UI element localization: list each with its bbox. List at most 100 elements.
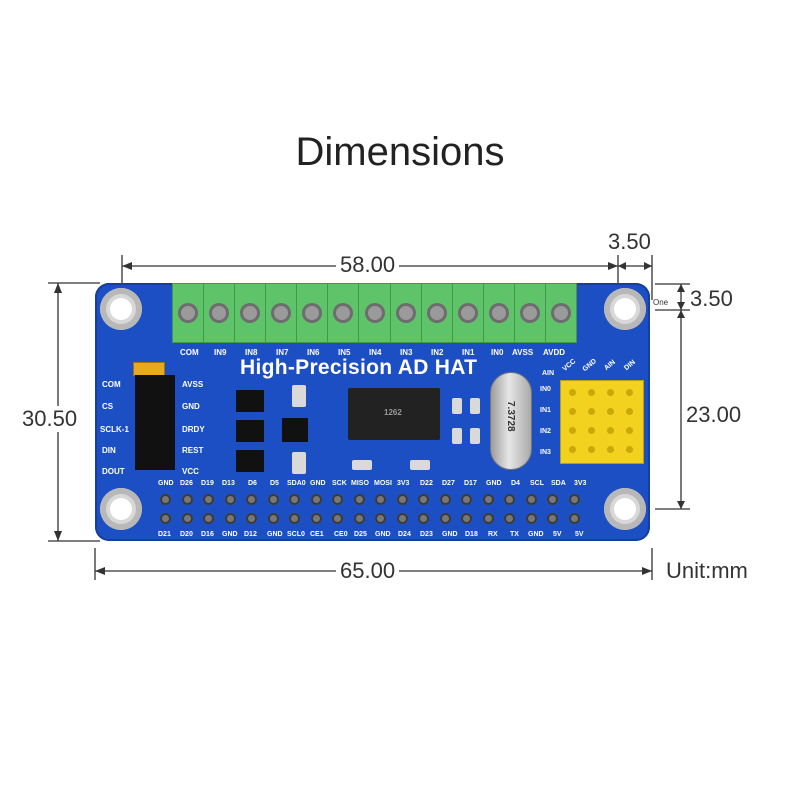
arrow-65-left <box>95 567 105 575</box>
terminal-block <box>172 283 577 343</box>
gpio-label-top: D5 <box>270 480 279 487</box>
gpio-label-bottom: D25 <box>354 531 367 538</box>
gpio-label-top: GND <box>158 480 174 487</box>
jumper-cap <box>133 362 165 376</box>
gpio-pin <box>203 494 214 505</box>
gpio-pin <box>246 494 257 505</box>
gpio-label-top: 3V3 <box>574 480 587 487</box>
gpio-label-bottom: GND <box>267 531 283 538</box>
terminal-screw <box>546 284 576 342</box>
yellow-block-pin <box>607 408 614 415</box>
transistor-component <box>236 420 264 442</box>
yellow-block-pin <box>588 427 595 434</box>
resistor-component <box>352 460 372 470</box>
gpio-pin <box>396 494 408 505</box>
unit-label: Unit:mm <box>666 558 748 583</box>
yellow-side-label: IN0 <box>540 386 551 393</box>
gpio-pin <box>289 513 300 524</box>
yellow-block-pin <box>569 427 576 434</box>
terminal-screw <box>515 284 546 342</box>
yellow-block-pin <box>569 389 576 396</box>
regulator-component <box>282 418 308 442</box>
arrow-3050-bottom <box>54 531 62 541</box>
mounting-hole-bottom-left <box>100 488 142 530</box>
terminal-screw <box>266 284 298 342</box>
gpio-pin <box>418 513 429 524</box>
gpio-label-top: 3V3 <box>397 480 410 487</box>
arrow-65-right <box>642 567 652 575</box>
chip-marking: 1262 <box>384 408 402 417</box>
gpio-pin <box>181 513 193 524</box>
header-left-label: DIN <box>102 446 116 455</box>
gpio-pin <box>547 494 558 505</box>
gpio-label-top: D19 <box>201 480 214 487</box>
yellow-block-pin <box>607 427 614 434</box>
gpio-label-bottom: GND <box>222 531 238 538</box>
resistor-component <box>410 460 430 470</box>
gpio-label-bottom: CE1 <box>310 531 324 538</box>
dim-label-3050: 30.50 <box>20 406 80 432</box>
gpio-label-top: SDA0 <box>287 480 306 487</box>
terminal-label: IN6 <box>307 348 320 357</box>
terminal-label: IN0 <box>491 348 504 357</box>
yellow-block-pin <box>588 408 595 415</box>
gpio-pin <box>310 494 322 505</box>
terminal-label: IN7 <box>276 348 289 357</box>
capacitor-component <box>292 385 306 407</box>
dim-label-65: 65.00 <box>336 558 400 584</box>
mounting-hole-top-left <box>100 288 142 330</box>
resistor-component <box>452 428 462 444</box>
gpio-pin <box>439 494 451 505</box>
terminal-screw <box>391 284 422 342</box>
gpio-pin <box>418 494 429 505</box>
crystal-oscillator: 7.3728 <box>490 372 532 470</box>
gpio-label-bottom: CE0 <box>334 531 348 538</box>
gpio-pin <box>482 494 494 505</box>
gpio-label-bottom: TX <box>510 531 519 538</box>
header-right-label: VCC <box>182 467 199 476</box>
gpio-pin <box>289 494 300 505</box>
gpio-pin <box>461 513 472 524</box>
gpio-label-bottom: D21 <box>158 531 171 538</box>
gpio-pin <box>332 494 343 505</box>
terminal-screw <box>235 284 267 342</box>
yellow-side-label: IN3 <box>540 449 551 456</box>
gpio-pin <box>547 513 558 524</box>
arrow-350h-right <box>644 262 652 270</box>
gpio-pin <box>568 494 580 505</box>
terminal-label: IN4 <box>369 348 382 357</box>
gpio-label-top: GND <box>486 480 502 487</box>
gpio-pin <box>310 513 322 524</box>
gpio-label-top: D22 <box>420 480 433 487</box>
terminal-screw <box>204 284 236 342</box>
header-right-label: AVSS <box>182 380 204 389</box>
header-left-label: DOUT <box>102 467 125 476</box>
terminal-screw <box>359 284 391 342</box>
gpio-label-top: GND <box>310 480 326 487</box>
header-right-label: GND <box>182 402 200 411</box>
dim-label-23: 23.00 <box>684 402 744 428</box>
gpio-pin <box>181 494 193 505</box>
yellow-block-pin <box>588 389 595 396</box>
page-title: Dimensions <box>295 130 505 174</box>
gpio-label-top: D4 <box>511 480 520 487</box>
adc-chip: 1262 <box>348 388 440 440</box>
arrow-23-bottom <box>677 501 685 509</box>
gpio-pin <box>332 513 343 524</box>
gpio-pin <box>224 513 236 524</box>
resistor-component <box>452 398 462 414</box>
gpio-pin <box>160 513 171 524</box>
gpio-pin <box>203 513 214 524</box>
gpio-pin <box>224 494 236 505</box>
gpio-label-top: MISO <box>351 480 369 487</box>
small-note: One <box>653 298 669 307</box>
gpio-label-bottom: GND <box>528 531 544 538</box>
gpio-label-top: SDA <box>551 480 566 487</box>
arrow-23-top <box>677 310 685 318</box>
resistor-component <box>470 428 480 444</box>
gpio-label-top: D13 <box>222 480 235 487</box>
gpio-pin <box>461 494 472 505</box>
gpio-label-bottom: 5V <box>553 531 562 538</box>
terminal-label: IN3 <box>400 348 413 357</box>
arrow-58-right <box>608 262 618 270</box>
